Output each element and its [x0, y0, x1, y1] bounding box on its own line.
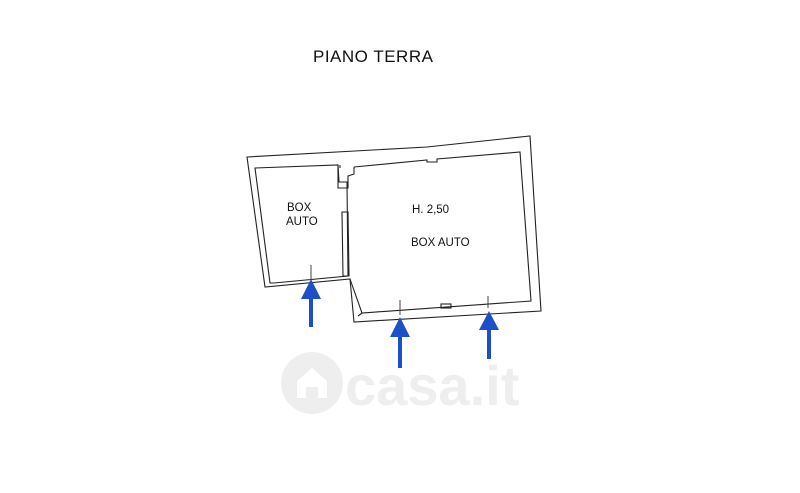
- walls: [246, 135, 542, 323]
- door-jamb-left: [440, 303, 452, 309]
- up-arrow-icon: [301, 279, 321, 327]
- large-room-label: BOX AUTO: [411, 237, 470, 249]
- entrance-arrows: [301, 279, 499, 368]
- partition-notch: [337, 165, 355, 189]
- opening-marks: [310, 265, 489, 315]
- partition-wall: [341, 211, 350, 277]
- small-room-label-line2: AUTO: [286, 216, 318, 228]
- up-arrow-icon: [479, 311, 499, 359]
- large-room-outline: [349, 151, 532, 314]
- watermark: casa.it: [281, 352, 519, 417]
- house-logo-icon: [281, 352, 343, 414]
- large-room-height: H. 2,50: [412, 204, 449, 216]
- small-room-label-line1: BOX: [287, 202, 312, 214]
- up-arrow-icon: [390, 317, 410, 368]
- outer-wall: [246, 135, 542, 323]
- plan-title: PIANO TERRA: [313, 47, 434, 66]
- watermark-text: casa.it: [345, 354, 519, 417]
